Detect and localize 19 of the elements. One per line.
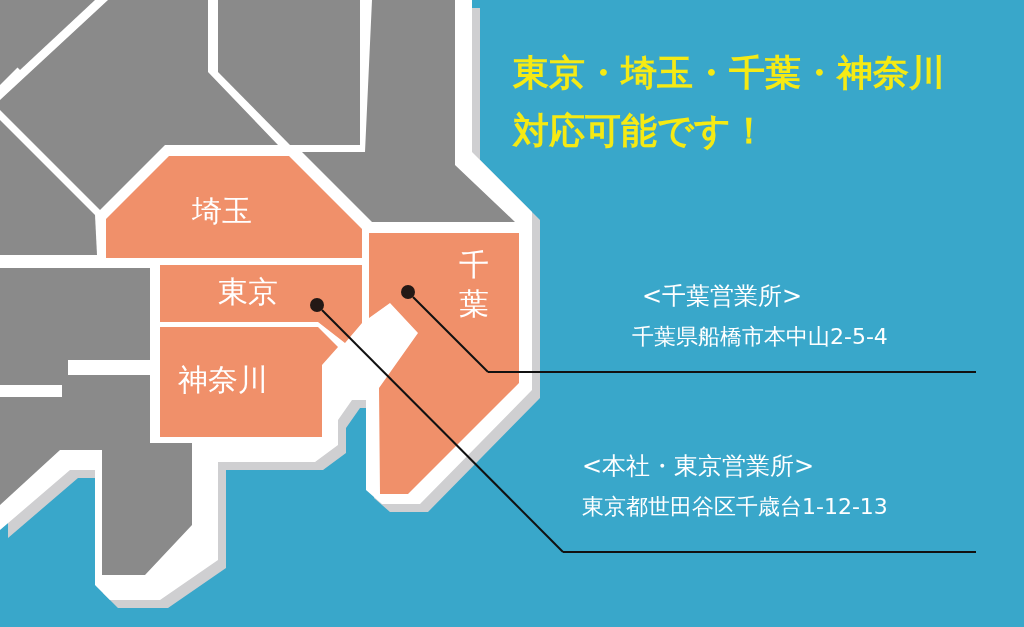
underline-rule — [563, 452, 976, 553]
prefecture-name: 埼玉 — [192, 196, 252, 226]
prefecture-region — [367, 231, 521, 496]
title: 東京・埼玉・千葉・神奈川対応可能です！ — [513, 51, 946, 153]
prefecture-region — [104, 154, 364, 260]
office-address: 東京都世田谷区千歳台1-12-13 — [582, 494, 888, 521]
leader-line — [411, 295, 489, 373]
location-dot — [310, 298, 324, 312]
underline-rule — [488, 282, 976, 373]
office-address: 千葉県船橋市本中山2-5-4 — [632, 324, 888, 351]
office-name: <本社・東京営業所> — [582, 452, 815, 481]
prefecture-region — [158, 263, 364, 345]
prefecture-region — [158, 325, 340, 439]
office-name: <千葉営業所> — [642, 282, 803, 311]
prefecture-name: 東京 — [218, 277, 278, 307]
prefecture-name: 千葉 — [459, 246, 489, 323]
leader-line — [320, 308, 564, 553]
location-dot — [401, 285, 415, 299]
prefecture-name: 神奈川 — [178, 365, 268, 395]
